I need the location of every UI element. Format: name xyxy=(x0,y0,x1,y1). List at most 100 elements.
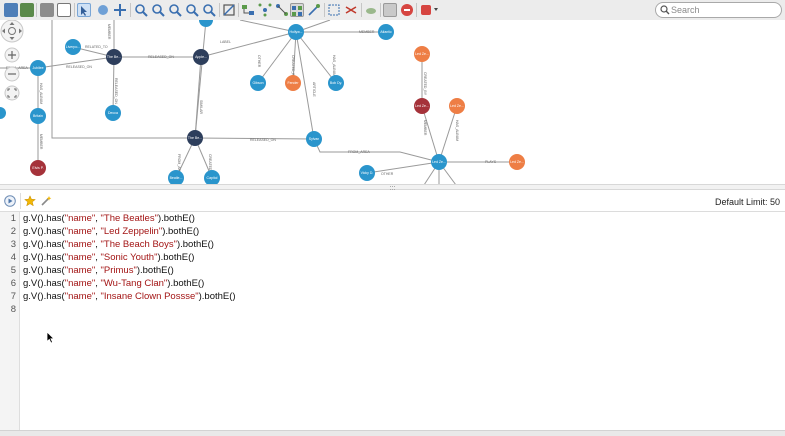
collapse-icon[interactable] xyxy=(307,3,321,17)
graph-node[interactable]: Gibson xyxy=(250,75,266,91)
shuffle-icon[interactable] xyxy=(344,3,358,17)
layout-icon[interactable] xyxy=(222,3,236,17)
print-icon[interactable] xyxy=(40,3,54,17)
graph-node[interactable]: Led Ze... xyxy=(414,98,430,114)
graph-node[interactable]: Atlantic xyxy=(378,24,394,40)
graph-node[interactable]: Liverpo... xyxy=(65,39,81,55)
graph-node[interactable]: Beatle... xyxy=(168,170,184,185)
star-icon[interactable] xyxy=(24,195,36,207)
pan-down-icon[interactable] xyxy=(9,37,15,40)
zoom-out-button[interactable] xyxy=(4,66,20,82)
graph-canvas[interactable]: RELATED_TO RELEASED_ON RELEASED_ON FROM_… xyxy=(0,20,785,185)
hierarchy-icon[interactable] xyxy=(241,3,255,17)
eye-icon[interactable] xyxy=(364,3,378,17)
svg-text:Decca: Decca xyxy=(108,111,118,115)
graph-node[interactable]: Hollyw... xyxy=(288,24,304,40)
clear-icon[interactable] xyxy=(383,3,397,17)
radial-icon[interactable] xyxy=(258,3,272,17)
line-number: 5 xyxy=(10,265,16,276)
code-line[interactable]: g.V().has("name", "Led Zeppelin").bothE(… xyxy=(23,226,199,237)
graph-node[interactable]: Britain xyxy=(30,108,46,124)
graph-node[interactable]: Bob Dy. xyxy=(328,75,344,91)
svg-text:Britain: Britain xyxy=(33,114,43,118)
graph-node[interactable]: Sylvan xyxy=(306,131,322,147)
select-icon[interactable] xyxy=(77,3,91,17)
graph-nav-controls[interactable] xyxy=(0,20,28,110)
horizontal-scrollbar[interactable] xyxy=(0,430,785,436)
play-icon[interactable] xyxy=(4,195,16,207)
code-token: , xyxy=(95,278,101,289)
code-token: ).bothE() xyxy=(162,226,200,237)
pan-up-icon[interactable] xyxy=(9,22,15,25)
wand-icon[interactable] xyxy=(40,195,52,207)
graph-edge-labels: RELATED_TO RELEASED_ON RELEASED_ON FROM_… xyxy=(6,24,497,178)
zoom-in-button[interactable] xyxy=(4,47,20,63)
code-line[interactable]: g.V().has("name", "The Beach Boys").both… xyxy=(23,239,214,250)
zoom-in-alt-icon[interactable] xyxy=(151,3,165,17)
code-line[interactable]: g.V().has("name", "Insane Clown Possse")… xyxy=(23,291,236,302)
pan-control[interactable] xyxy=(0,20,24,43)
graph-edge xyxy=(366,161,440,174)
graph-edge xyxy=(313,138,440,163)
svg-text:Liverpo...: Liverpo... xyxy=(66,45,80,49)
graph-node[interactable]: Jubilee xyxy=(30,60,46,76)
code-token: ).bothE() xyxy=(176,239,214,250)
graph-node[interactable]: Capitol xyxy=(204,170,220,185)
line-number-gutter: 1 2 3 4 5 6 7 8 xyxy=(0,212,20,430)
code-line[interactable]: g.V().has("name", "Primus").bothE() xyxy=(23,265,174,276)
graph-node[interactable]: Apple... xyxy=(193,49,209,65)
code-line[interactable]: g.V().has("name", "Wu-Tang Clan").bothE(… xyxy=(23,278,204,289)
graph-node[interactable]: Led Ze... xyxy=(414,46,430,62)
graph-node[interactable]: Led Ze... xyxy=(431,154,447,170)
zoom-fit-icon[interactable] xyxy=(168,3,182,17)
move-icon[interactable] xyxy=(113,3,127,17)
zoom-reset-icon[interactable] xyxy=(202,3,216,17)
zoom-out-icon[interactable] xyxy=(185,3,199,17)
search-box[interactable] xyxy=(655,2,782,18)
export-icon[interactable] xyxy=(20,3,34,17)
panel-splitter[interactable] xyxy=(0,184,785,190)
graph-node[interactable]: The Be... xyxy=(106,49,122,65)
tree-icon[interactable] xyxy=(275,3,289,17)
search-input[interactable] xyxy=(671,3,777,17)
query-toolbar: Default Limit: 50 xyxy=(0,191,785,212)
graph-node[interactable] xyxy=(0,107,6,119)
code-string: "name" xyxy=(64,226,96,237)
graph-svg[interactable]: RELATED_TO RELEASED_ON RELEASED_ON FROM_… xyxy=(0,20,785,185)
import-icon[interactable] xyxy=(4,3,18,17)
graph-node[interactable]: Led Ze... xyxy=(449,98,465,114)
graph-node[interactable]: Fender xyxy=(285,75,301,91)
line-number: 1 xyxy=(10,213,16,224)
graph-node[interactable]: Elvis P. xyxy=(30,160,46,176)
recenter-icon[interactable] xyxy=(8,27,16,35)
code-line[interactable]: g.V().has("name", "Sonic Youth").bothE() xyxy=(23,252,194,263)
grid-layout-icon[interactable] xyxy=(290,3,304,17)
svg-text:Jubilee: Jubilee xyxy=(32,66,43,70)
line-number: 6 xyxy=(10,278,16,289)
graph-node[interactable] xyxy=(199,20,213,27)
graph-node[interactable]: The Be... xyxy=(187,130,203,146)
graph-node[interactable]: Decca xyxy=(105,105,121,121)
pan-icon[interactable] xyxy=(96,3,110,17)
query-editor[interactable]: 1 2 3 4 5 6 7 8 g.V().has("name", "The B… xyxy=(0,212,785,436)
pan-left-icon[interactable] xyxy=(2,28,5,34)
code-string: "Wu-Tang Clan" xyxy=(100,278,168,289)
line-number: 4 xyxy=(10,252,16,263)
page-icon[interactable] xyxy=(57,3,71,17)
code-line[interactable]: g.V().has("name", "The Beatles").bothE() xyxy=(23,213,195,224)
graph-nodes[interactable]: Jubilee Liverpo... The Be... Apple... De… xyxy=(0,20,525,185)
graph-node[interactable]: Led Ze... xyxy=(509,154,525,170)
settings-dropdown-icon[interactable] xyxy=(420,3,440,17)
graph-node[interactable]: Vicky D. xyxy=(359,165,375,181)
fullscreen-button[interactable] xyxy=(4,85,20,101)
stop-icon[interactable] xyxy=(400,3,414,17)
splitter-grip-icon[interactable] xyxy=(390,186,395,190)
svg-text:Atlantic: Atlantic xyxy=(380,30,392,34)
zoom-in-icon[interactable] xyxy=(134,3,148,17)
code-string: "Insane Clown Possse" xyxy=(100,291,199,302)
toolbar-separator xyxy=(219,3,220,17)
code-string: "Sonic Youth" xyxy=(100,252,158,263)
expand-icon[interactable] xyxy=(327,3,341,17)
pan-right-icon[interactable] xyxy=(19,28,22,34)
svg-text:Led Ze...: Led Ze... xyxy=(510,160,524,164)
